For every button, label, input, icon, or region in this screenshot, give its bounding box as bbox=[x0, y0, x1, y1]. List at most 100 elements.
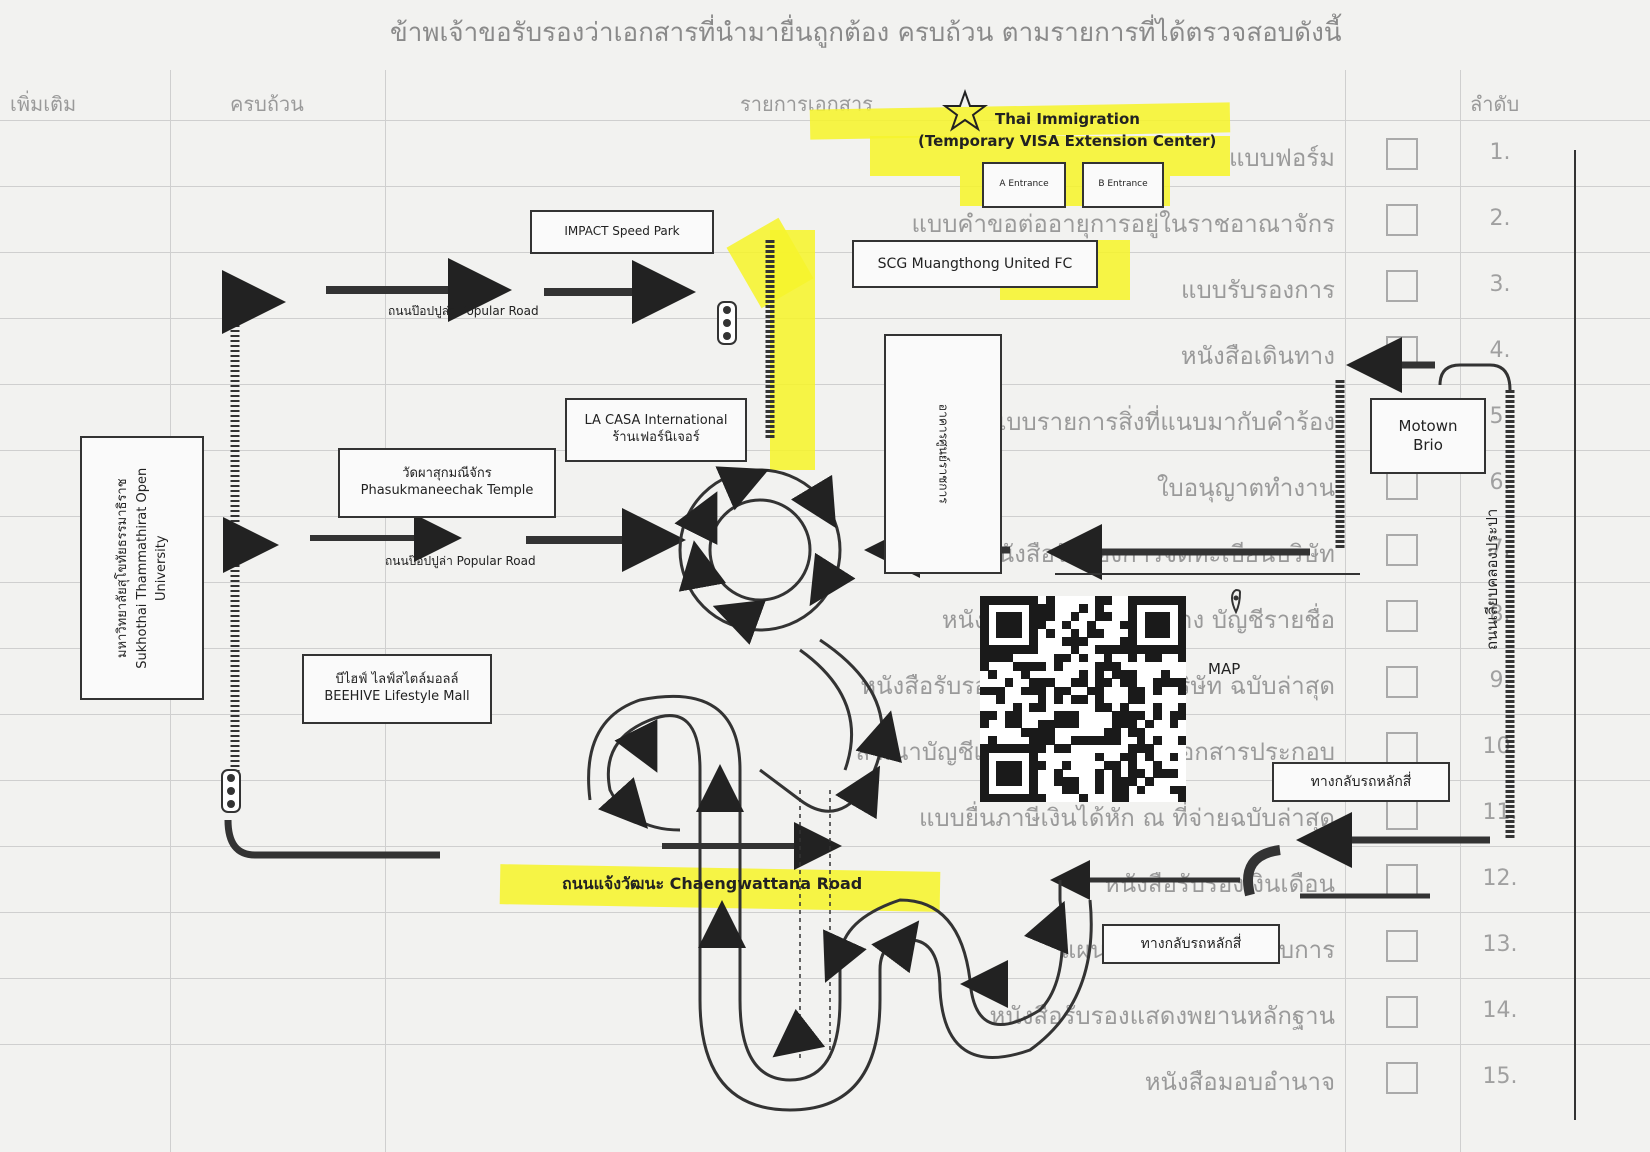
qr-module bbox=[1128, 769, 1138, 778]
qr-module bbox=[980, 744, 989, 754]
qr-module bbox=[1004, 777, 1014, 786]
qr-module bbox=[1128, 752, 1138, 762]
qr-module bbox=[1012, 711, 1022, 721]
qr-module bbox=[1153, 760, 1162, 770]
qr-module bbox=[1062, 620, 1072, 630]
table-row-text: ใบอนุญาตทำงาน bbox=[1156, 474, 1335, 502]
qr-module bbox=[1070, 736, 1080, 745]
table-row-divider bbox=[0, 714, 1650, 715]
qr-module bbox=[988, 686, 997, 696]
qr-module bbox=[1177, 653, 1187, 663]
table-row-checkbox[interactable] bbox=[1386, 930, 1418, 962]
winding-road-arrows bbox=[598, 710, 1069, 1058]
qr-module bbox=[988, 653, 997, 663]
qr-module bbox=[1161, 596, 1170, 605]
qr-module bbox=[1045, 628, 1055, 638]
table-row-checkbox[interactable] bbox=[1386, 534, 1418, 566]
document-header: ข้าพเจ้าขอรับรองว่าเอกสารที่นำมายื่นถูกต… bbox=[390, 18, 1342, 48]
qr-module bbox=[980, 769, 989, 778]
highlight-mark bbox=[770, 230, 815, 470]
qr-module bbox=[1070, 777, 1080, 786]
qr-module bbox=[980, 711, 989, 721]
qr-module bbox=[1177, 612, 1187, 622]
qr-module bbox=[1177, 628, 1187, 638]
qr-module bbox=[1078, 670, 1088, 679]
qr-module bbox=[1177, 785, 1187, 795]
qr-module bbox=[1128, 637, 1138, 646]
table-row-checkbox[interactable] bbox=[1386, 600, 1418, 632]
qr-module bbox=[1045, 736, 1055, 745]
qr-code bbox=[980, 596, 1187, 803]
qr-module bbox=[996, 760, 1006, 770]
qr-module bbox=[1128, 653, 1138, 663]
qr-module bbox=[1177, 678, 1187, 688]
qr-module bbox=[1120, 711, 1129, 721]
qr-module bbox=[1169, 596, 1179, 605]
qr-module bbox=[1111, 793, 1121, 803]
qr-module bbox=[1078, 637, 1088, 646]
qr-module bbox=[980, 612, 989, 622]
table-row-text: หนังสือรับรองแสดงพยานหลักฐาน bbox=[989, 1002, 1335, 1030]
qr-module bbox=[1136, 785, 1146, 795]
qr-module bbox=[1021, 661, 1030, 671]
traffic-light-icon bbox=[221, 769, 241, 813]
qr-module bbox=[1177, 645, 1187, 655]
table-row-checkbox[interactable] bbox=[1386, 996, 1418, 1028]
table-row-divider bbox=[0, 384, 1650, 385]
qr-module bbox=[1087, 628, 1096, 638]
qr-module bbox=[1045, 612, 1055, 622]
table-row-checkbox[interactable] bbox=[1386, 138, 1418, 170]
qr-module bbox=[1062, 760, 1072, 770]
table-row-divider bbox=[0, 186, 1650, 187]
qr-module bbox=[1095, 777, 1105, 786]
u-turn-lak-si-2: ทางกลับรถหลักสี่ bbox=[1102, 924, 1280, 964]
qr-module bbox=[1054, 694, 1063, 704]
qr-module bbox=[1120, 678, 1129, 688]
qr-module bbox=[1153, 596, 1162, 605]
qr-module bbox=[1054, 661, 1063, 671]
qr-module bbox=[1012, 744, 1022, 754]
qr-module bbox=[1095, 703, 1105, 712]
qr-module bbox=[1004, 653, 1014, 663]
table-row-text: แบบรับรองการ bbox=[1181, 276, 1335, 304]
qr-module bbox=[1177, 711, 1187, 721]
qr-module bbox=[1062, 744, 1072, 754]
qr-module bbox=[1128, 604, 1138, 613]
qr-module bbox=[1103, 653, 1113, 663]
qr-module bbox=[1021, 670, 1030, 679]
qr-module bbox=[1087, 686, 1096, 696]
qr-module bbox=[1078, 604, 1088, 613]
table-column-divider bbox=[1345, 70, 1346, 1152]
u-turn-arrow bbox=[1243, 845, 1281, 897]
qr-module bbox=[1004, 596, 1014, 605]
qr-module bbox=[1144, 620, 1154, 630]
qr-module bbox=[1029, 628, 1039, 638]
qr-module bbox=[1128, 628, 1138, 638]
qr-module bbox=[1062, 686, 1072, 696]
qr-module bbox=[996, 612, 1006, 622]
table-row-checkbox[interactable] bbox=[1386, 666, 1418, 698]
table-row-number: 13. bbox=[1482, 932, 1518, 957]
sukhothai-university: มหาวิทยาลัยสุโขทัยธรรมาธิราช Sukhothai T… bbox=[80, 436, 204, 700]
qr-module bbox=[1103, 596, 1113, 605]
qr-module bbox=[980, 793, 989, 803]
qr-module bbox=[988, 793, 997, 803]
table-row-checkbox[interactable] bbox=[1386, 1062, 1418, 1094]
table-row-checkbox[interactable] bbox=[1386, 204, 1418, 236]
table-row-divider bbox=[0, 450, 1650, 451]
map-pin-icon bbox=[1230, 588, 1242, 615]
qr-module bbox=[1095, 752, 1105, 762]
table-row-checkbox[interactable] bbox=[1386, 270, 1418, 302]
qr-module bbox=[1029, 604, 1039, 613]
star-icon bbox=[942, 89, 988, 132]
qr-module bbox=[1087, 736, 1096, 745]
table-row-text: แบบคำขอต่ออายุการอยู่ในราชอาณาจักร bbox=[911, 210, 1335, 238]
qr-module bbox=[1177, 620, 1187, 630]
qr-module bbox=[1103, 703, 1113, 712]
qr-module bbox=[1054, 653, 1063, 663]
qr-module bbox=[1062, 719, 1072, 729]
qr-module bbox=[1136, 686, 1146, 696]
qr-module bbox=[1120, 785, 1129, 795]
table-row-text: แบบฟอร์ม bbox=[1228, 144, 1335, 172]
qr-module bbox=[1054, 686, 1063, 696]
